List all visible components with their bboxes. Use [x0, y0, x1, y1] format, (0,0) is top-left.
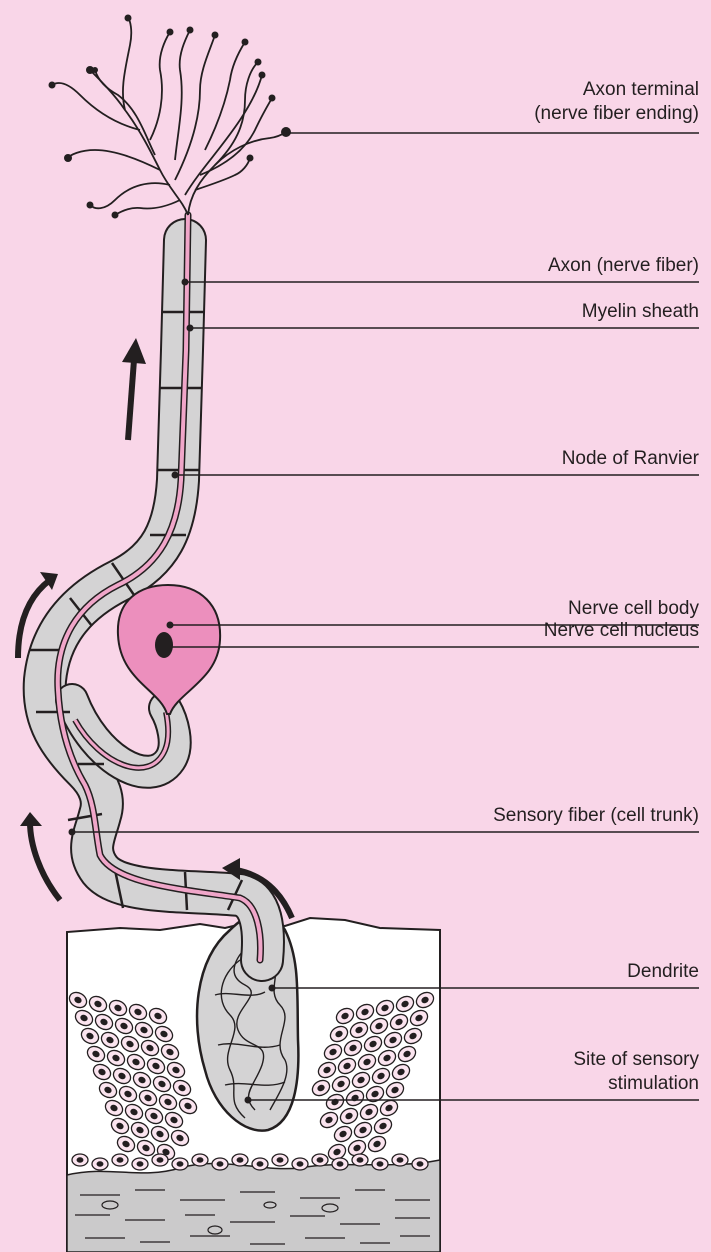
label-axon-terminal: Axon terminal (nerve fiber ending) — [534, 78, 699, 126]
epithelial-cell-nucleus — [277, 1158, 283, 1162]
label-nerve-cell-nucleus: Nerve cell nucleus — [544, 619, 699, 643]
nerve-cell-body — [118, 585, 220, 714]
epithelial-cell-nucleus — [137, 1162, 143, 1166]
epithelial-cell-nucleus — [417, 1162, 423, 1166]
epithelial-cell-nucleus — [397, 1158, 403, 1162]
epithelial-cell-nucleus — [357, 1158, 363, 1162]
label-myelin-sheath: Myelin sheath — [582, 300, 699, 324]
epithelial-cell-nucleus — [237, 1158, 243, 1162]
axon-terminal-bulbs — [49, 15, 292, 219]
label-dendrite: Dendrite — [627, 960, 699, 984]
label-axon-terminal-line1: Axon terminal — [534, 78, 699, 102]
epithelial-cell-nucleus — [177, 1162, 183, 1166]
epithelial-cell-nucleus — [317, 1158, 323, 1162]
epithelial-cell-nucleus — [77, 1158, 83, 1162]
label-nerve-cell-body: Nerve cell body — [568, 597, 699, 621]
epithelial-cell-nucleus — [297, 1162, 303, 1166]
label-site-of-stimulation: Site of sensory stimulation — [573, 1048, 699, 1096]
label-site-line1: Site of sensory — [573, 1048, 699, 1072]
epithelial-cell-nucleus — [117, 1158, 123, 1162]
label-axon: Axon (nerve fiber) — [548, 254, 699, 278]
label-sensory-fiber: Sensory fiber (cell trunk) — [493, 804, 699, 828]
epithelial-cell-nucleus — [257, 1162, 263, 1166]
label-axon-terminal-line2: (nerve fiber ending) — [534, 102, 699, 126]
epithelial-cell-nucleus — [377, 1162, 383, 1166]
nerve-cell-nucleus — [155, 632, 173, 658]
epithelial-cell-nucleus — [217, 1162, 223, 1166]
epithelial-cell-nucleus — [337, 1162, 343, 1166]
label-node-of-ranvier: Node of Ranvier — [562, 447, 699, 471]
epithelial-cell-nucleus — [197, 1158, 203, 1162]
axon-terminal-branches — [52, 18, 286, 215]
epithelial-cell-nucleus — [97, 1162, 103, 1166]
label-site-line2: stimulation — [573, 1072, 699, 1096]
epithelial-cell-nucleus — [157, 1158, 163, 1162]
